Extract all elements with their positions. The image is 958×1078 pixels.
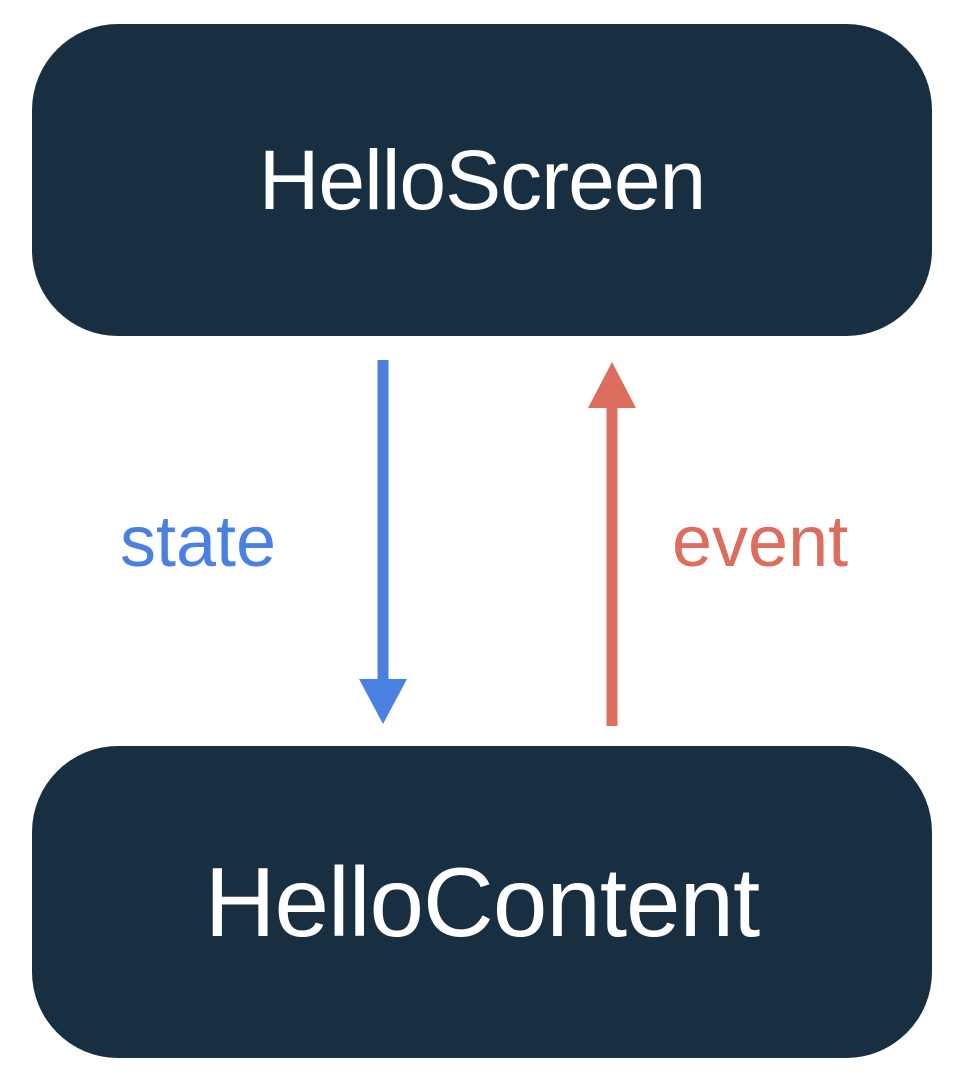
- hello-screen-node: HelloScreen: [32, 24, 932, 336]
- state-arrow: [359, 360, 407, 724]
- hello-content-label: HelloContent: [204, 846, 761, 957]
- hello-screen-label: HelloScreen: [258, 132, 707, 227]
- event-label: event: [672, 502, 849, 582]
- state-arrow-head: [359, 679, 407, 724]
- event-arrow-head: [588, 362, 636, 408]
- state-label: state: [120, 502, 277, 582]
- hello-content-node: HelloContent: [32, 746, 932, 1058]
- event-arrow: [588, 362, 636, 726]
